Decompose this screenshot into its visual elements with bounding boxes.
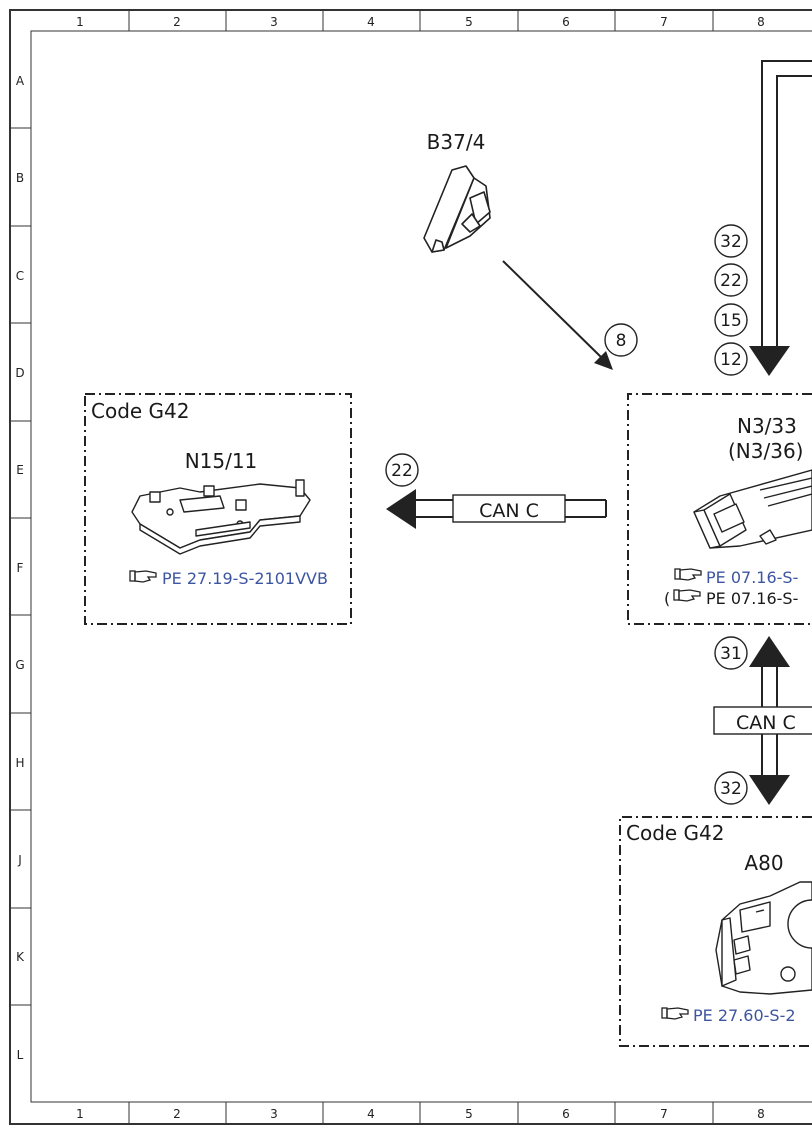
bus-num-12: 12 (720, 350, 742, 370)
reference-hand-icon (661, 1007, 689, 1020)
row-label: H (15, 756, 24, 770)
a80-box (619, 816, 812, 1047)
row-label: F (17, 561, 24, 575)
row-label: L (17, 1048, 24, 1062)
can-c-vertical-label-box (713, 706, 812, 735)
svg-text:8: 8 (616, 331, 627, 351)
n15-11-code-label: Code G42 (91, 399, 190, 423)
row-label: B (16, 171, 24, 185)
n3-33-reference[interactable]: PE 07.16-S- (706, 568, 798, 587)
bus-num-32: 32 (720, 232, 742, 252)
can-c-down-arrowhead (749, 775, 790, 805)
gear-selector-module-icon (715, 881, 812, 995)
n15-11-label: N15/11 (185, 449, 258, 473)
svg-text:32: 32 (720, 779, 742, 799)
col-label: 8 (757, 1107, 765, 1121)
n15-11-reference[interactable]: PE 27.19-S-2101VVB (162, 569, 328, 588)
connection-number-22: 22 (385, 453, 419, 487)
row-dividers (10, 127, 31, 1006)
reference-hand-icon (674, 568, 702, 581)
n3-33-box (627, 393, 812, 625)
row-label: C (16, 269, 24, 283)
a80-reference[interactable]: PE 27.60-S-2 (693, 1006, 796, 1025)
svg-text:22: 22 (391, 461, 413, 481)
can-c-vertical-label: CAN C (736, 712, 796, 734)
col-label: 3 (270, 15, 278, 29)
col-label: 4 (367, 1107, 375, 1121)
col-label: 6 (562, 1107, 570, 1121)
row-label: J (17, 853, 22, 867)
col-label: 6 (562, 15, 570, 29)
n3-36-label: (N3/36) (728, 439, 803, 463)
col-label: 3 (270, 1107, 278, 1121)
n3-33-label: N3/33 (737, 414, 797, 438)
col-label: 1 (76, 15, 84, 29)
n3-36-reference-paren: ( (664, 589, 670, 608)
column-dividers (128, 10, 714, 1124)
a80-label: A80 (744, 851, 783, 875)
inner-frame (30, 30, 812, 1103)
col-label: 7 (660, 1107, 668, 1121)
can-c-left-label-box (452, 494, 566, 523)
col-label: 7 (660, 15, 668, 29)
connection-number-8: 8 (604, 323, 638, 357)
n3-36-reference[interactable]: PE 07.16-S- (706, 589, 798, 608)
top-bus-arrowhead (749, 346, 790, 376)
row-label: K (16, 950, 25, 964)
signal-arrow-b37 (502, 260, 613, 370)
bus-num-22: 22 (720, 271, 742, 291)
accelerator-pedal-sensor-icon (423, 165, 491, 253)
column-labels-bottom: 1 2 3 4 5 6 7 8 (76, 1107, 765, 1121)
bus-num-15: 15 (720, 311, 742, 331)
can-c-left-arrowhead (386, 489, 416, 529)
col-label: 4 (367, 15, 375, 29)
reference-hand-icon (129, 570, 157, 583)
col-label: 2 (173, 1107, 181, 1121)
col-label: 1 (76, 1107, 84, 1121)
col-label: 5 (465, 1107, 473, 1121)
n15-11-box (84, 393, 352, 625)
top-bus-lines (761, 60, 812, 352)
svg-text:31: 31 (720, 644, 742, 664)
connection-number-32: 32 (714, 771, 748, 805)
col-label: 2 (173, 15, 181, 29)
a80-code-label: Code G42 (626, 821, 725, 845)
engine-control-unit-icon (693, 469, 812, 549)
row-label: A (16, 74, 25, 88)
row-label: G (15, 658, 24, 672)
transmission-control-unit-icon (131, 479, 311, 555)
col-label: 8 (757, 15, 765, 29)
can-c-up-arrowhead (749, 636, 790, 667)
row-labels: A B C D E F G H J K L (15, 74, 25, 1062)
row-label: E (16, 463, 24, 477)
reference-hand-icon (673, 589, 701, 602)
b37-4-label: B37/4 (427, 130, 486, 154)
connection-number-31: 31 (714, 636, 748, 670)
column-labels-top: 1 2 3 4 5 6 7 8 (76, 15, 765, 29)
outer-frame (9, 9, 812, 1125)
row-label: D (15, 366, 24, 380)
top-bus-numbers: 32 22 15 12 (714, 224, 748, 376)
col-label: 5 (465, 15, 473, 29)
can-c-left-label: CAN C (479, 500, 539, 522)
